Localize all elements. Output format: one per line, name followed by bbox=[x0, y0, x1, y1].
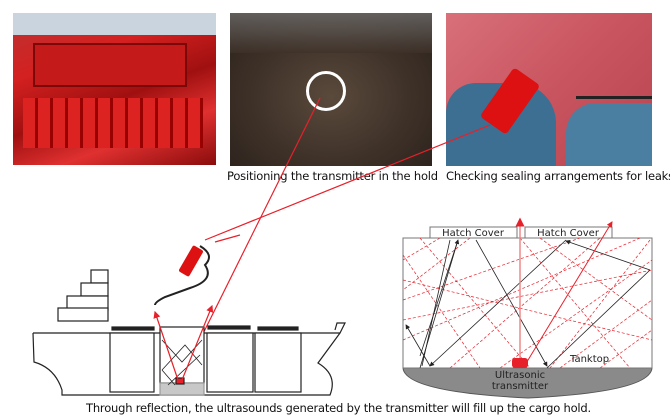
transmitter-icon bbox=[512, 358, 528, 368]
label-tanktop: Tanktop bbox=[569, 354, 609, 365]
photo-hold-floor bbox=[230, 13, 432, 166]
receiver-device-icon bbox=[154, 245, 210, 306]
highlight-circle bbox=[306, 71, 346, 111]
photo-ship-hatch-covers bbox=[13, 13, 216, 165]
label-transmitter-1: Ultrasonic bbox=[495, 370, 545, 381]
cargo-hold-diagram: Hatch Cover Hatch Cover Tanktop Ultrason… bbox=[402, 217, 653, 399]
label-hatch-cover-left: Hatch Cover bbox=[442, 228, 505, 239]
caption-sealing: Checking sealing arrangements for leaks bbox=[446, 169, 670, 183]
caption-bottom: Through reflection, the ultrasounds gene… bbox=[86, 401, 591, 415]
label-transmitter-2: transmitter bbox=[492, 381, 549, 392]
photo-checking-seals bbox=[446, 13, 652, 166]
ship-illustration bbox=[32, 269, 346, 396]
label-hatch-cover-right: Hatch Cover bbox=[537, 228, 600, 239]
